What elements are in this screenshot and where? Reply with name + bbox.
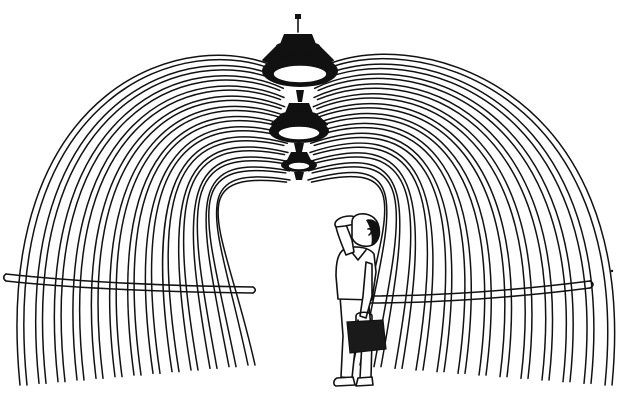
left-rib (16, 54, 283, 386)
right-rib-inner-edge (318, 67, 588, 385)
man-raised-arm (335, 221, 355, 256)
left-support-rod (5, 273, 254, 288)
right-rib (307, 171, 388, 366)
left-rib-inner-edge (78, 89, 282, 381)
right-rib (313, 73, 574, 383)
right-rib (315, 53, 616, 386)
right-rib (307, 162, 401, 368)
left-rib (144, 126, 288, 375)
right-rib-inner-edge (317, 77, 568, 383)
left-rib (126, 115, 287, 376)
right-rib (313, 83, 554, 381)
right-rib (310, 122, 473, 375)
left-rib-inner-edge (115, 109, 283, 378)
right-support-rod-lower-edge (369, 287, 591, 304)
left-rib (72, 85, 285, 381)
left-rib-inner-edge (150, 129, 284, 375)
briefcase (346, 319, 387, 354)
left-rib (205, 166, 291, 368)
ink-speck (610, 269, 614, 273)
right-rib (309, 132, 453, 373)
left-rib-inner-edge (60, 79, 281, 383)
left-rib (90, 95, 286, 380)
left-rod-end-right (252, 286, 257, 294)
top-lamp (262, 14, 338, 102)
right-rod-end (589, 280, 594, 289)
right-rib-inner-edge (313, 136, 447, 373)
right-rib-inner-edge (311, 166, 398, 368)
left-rib-inner-edge (133, 119, 284, 376)
lower-lamp (281, 152, 317, 180)
right-rib-inner-edge (316, 97, 526, 380)
left-support-rod-lower-edge (5, 280, 254, 294)
left-rib (215, 176, 291, 366)
right-rib (314, 63, 595, 385)
man-lower-arm (359, 261, 373, 319)
man-right-shoe (355, 376, 374, 387)
ribcage (16, 53, 616, 386)
right-rib-inner-edge (312, 156, 412, 370)
left-rib (161, 136, 289, 373)
right-rib (311, 102, 513, 378)
man-ear (367, 228, 373, 236)
right-rib (309, 142, 434, 371)
right-rib-inner-edge (318, 57, 609, 386)
right-rib (311, 112, 492, 376)
left-rib (34, 64, 284, 385)
left-rib-inner-edge (23, 58, 280, 386)
support-rods (2, 273, 594, 304)
left-rib-inner-edge (208, 169, 287, 368)
right-rib-inner-edge (316, 87, 547, 381)
left-rod-end (2, 273, 7, 282)
left-rib-inner-edge (196, 159, 286, 370)
spine-lamps (262, 14, 338, 180)
left-rib (192, 156, 290, 370)
middle-lamp (269, 103, 329, 152)
man-left-shoe (333, 376, 356, 387)
right-rib-inner-edge (314, 126, 466, 375)
right-rib-inner-edge (314, 117, 486, 376)
man-hair (366, 219, 381, 246)
briefcase-handle (355, 311, 373, 323)
right-support-rod (369, 280, 591, 297)
man-with-briefcase (333, 213, 387, 387)
left-rib (177, 146, 289, 371)
left-rib-inner-edge (182, 150, 286, 371)
left-rib-inner-edge (217, 179, 288, 366)
right-rib (312, 93, 533, 380)
right-rib (308, 152, 417, 370)
left-rib-inner-edge (167, 140, 285, 373)
